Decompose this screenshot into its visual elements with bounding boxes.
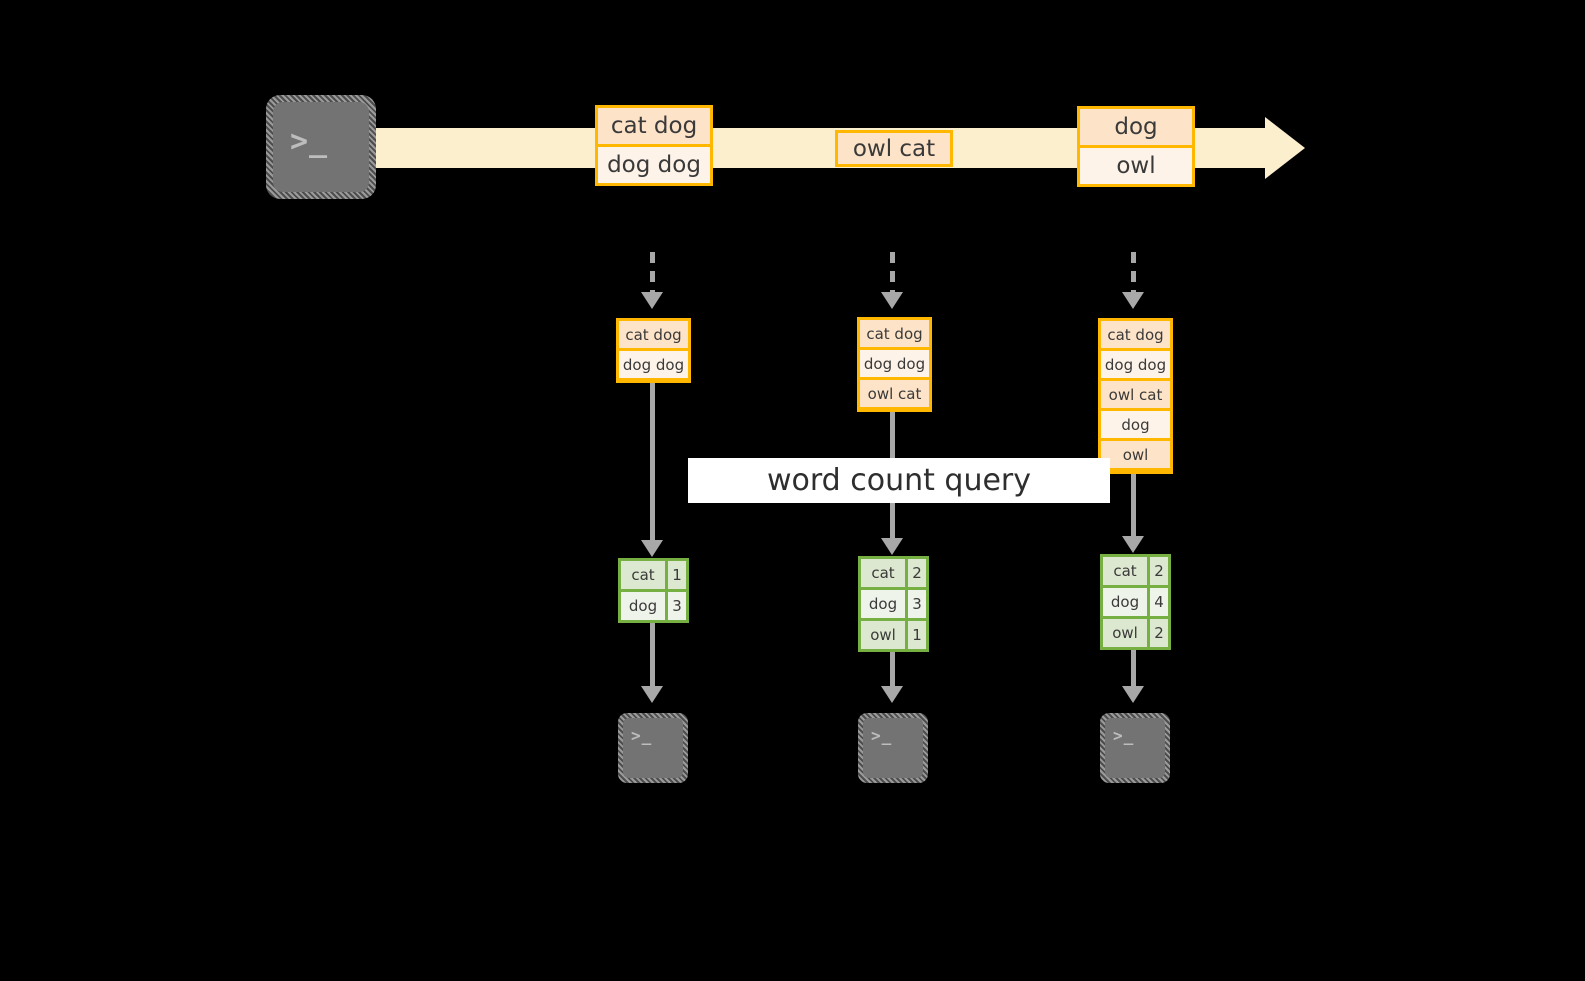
terminal-screen: [623, 718, 683, 778]
stream-batch-3: dog owl: [1077, 106, 1195, 187]
stream-batch-3-cell: owl: [1080, 148, 1192, 184]
col3-input-table: cat dog dog dog owl cat dog owl: [1098, 318, 1173, 474]
col1-result-row: cat 1: [621, 561, 686, 589]
stream-arrow-head: [1265, 117, 1305, 179]
col1-input-cell: dog dog: [619, 351, 688, 378]
query-label-text: word count query: [766, 463, 1032, 498]
col3-sink-terminal-icon[interactable]: >_: [1100, 713, 1170, 783]
col2-result-row: owl 1: [861, 621, 926, 649]
query-label-band: word count query: [688, 458, 1110, 503]
terminal-prompt-glyph: >_: [871, 726, 893, 745]
col2-result-row: dog 3: [861, 590, 926, 618]
stream-batch-1: cat dog dog dog: [595, 105, 713, 186]
col3-result-count: 2: [1150, 557, 1168, 585]
terminal-screen: [863, 718, 923, 778]
col2-result-row: cat 2: [861, 559, 926, 587]
col2-result-to-sink-line: [890, 652, 895, 686]
col3-input-cell: dog: [1101, 411, 1170, 438]
col2-input-cell: owl cat: [860, 380, 929, 407]
col3-result-to-sink-line: [1131, 650, 1136, 686]
col2-result-count: 3: [908, 590, 926, 618]
source-terminal-icon[interactable]: >_: [266, 95, 376, 199]
col3-result-to-sink-arrowhead: [1122, 686, 1144, 703]
col1-result-to-sink-line: [650, 623, 655, 686]
col3-result-count: 2: [1150, 619, 1168, 647]
stream-batch-2: owl cat: [835, 130, 953, 167]
col1-input-cell: cat dog: [619, 321, 688, 348]
col2-input-table: cat dog dog dog owl cat: [857, 317, 932, 412]
col2-stream-to-input-arrowhead: [881, 292, 903, 309]
col3-result-count: 4: [1150, 588, 1168, 616]
terminal-prompt-glyph: >_: [1113, 726, 1135, 745]
col2-result-count: 1: [908, 621, 926, 649]
col1-input-to-result-line: [650, 383, 655, 540]
col3-input-cell: cat dog: [1101, 321, 1170, 348]
col3-input-cell: owl cat: [1101, 381, 1170, 408]
col1-result-word: dog: [621, 592, 665, 620]
col3-input-cell: owl: [1101, 441, 1170, 468]
terminal-prompt-glyph: >_: [631, 726, 653, 745]
col2-result-table: cat 2 dog 3 owl 1: [858, 556, 929, 652]
stream-batch-1-cell: dog dog: [598, 147, 710, 183]
col1-result-to-sink-arrowhead: [641, 686, 663, 703]
stream-batch-2-cell: owl cat: [838, 133, 950, 164]
col3-result-table: cat 2 dog 4 owl 2: [1100, 554, 1171, 650]
col2-input-cell: cat dog: [860, 320, 929, 347]
col1-input-table: cat dog dog dog: [616, 318, 691, 383]
col2-sink-terminal-icon[interactable]: >_: [858, 713, 928, 783]
col1-input-to-result-arrowhead: [641, 540, 663, 557]
col2-input-cell: dog dog: [860, 350, 929, 377]
col3-input-cell: dog dog: [1101, 351, 1170, 378]
col3-stream-to-input-line: [1131, 252, 1136, 292]
col1-result-word: cat: [621, 561, 665, 589]
terminal-prompt-glyph: >_: [290, 124, 329, 159]
col1-result-count: 1: [668, 561, 686, 589]
stream-batch-3-cell: dog: [1080, 109, 1192, 145]
col3-result-row: dog 4: [1103, 588, 1168, 616]
col1-stream-to-input-line: [650, 252, 655, 292]
col3-result-word: dog: [1103, 588, 1147, 616]
col1-stream-to-input-arrowhead: [641, 292, 663, 309]
col2-result-to-sink-arrowhead: [881, 686, 903, 703]
col2-result-word: dog: [861, 590, 905, 618]
terminal-screen: [273, 102, 369, 192]
col3-result-row: cat 2: [1103, 557, 1168, 585]
col3-result-word: owl: [1103, 619, 1147, 647]
col1-result-count: 3: [668, 592, 686, 620]
col3-input-to-result-arrowhead: [1122, 536, 1144, 553]
col3-result-word: cat: [1103, 557, 1147, 585]
col1-result-row: dog 3: [621, 592, 686, 620]
col2-input-to-result-arrowhead: [881, 538, 903, 555]
col1-sink-terminal-icon[interactable]: >_: [618, 713, 688, 783]
col3-stream-to-input-arrowhead: [1122, 292, 1144, 309]
col2-result-word: owl: [861, 621, 905, 649]
terminal-screen: [1105, 718, 1165, 778]
stream-batch-1-cell: cat dog: [598, 108, 710, 144]
col2-result-count: 2: [908, 559, 926, 587]
col2-stream-to-input-line: [890, 252, 895, 292]
col2-result-word: cat: [861, 559, 905, 587]
col3-input-to-result-line: [1131, 474, 1136, 536]
col1-result-table: cat 1 dog 3: [618, 558, 689, 623]
col3-result-row: owl 2: [1103, 619, 1168, 647]
